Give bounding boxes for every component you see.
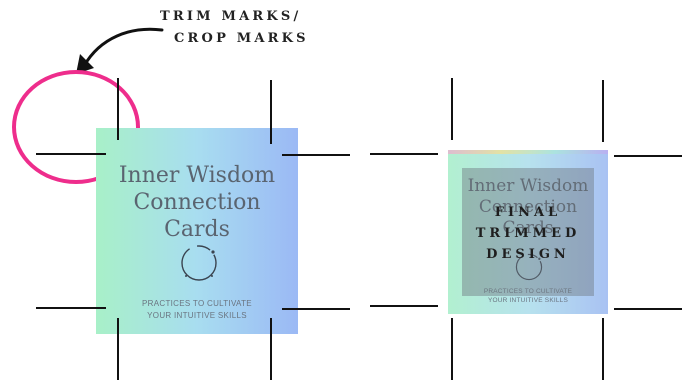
curved-arrow-icon xyxy=(76,27,164,74)
trim-mark xyxy=(282,308,350,310)
final-label: FINAL TRIMMED DESIGN xyxy=(462,202,594,265)
card-tagline-line-1: PRACTICES TO CULTIVATE xyxy=(483,288,573,295)
trim-mark xyxy=(370,153,438,155)
moon-circle-icon xyxy=(181,245,217,281)
card-tagline: PRACTICES TO CULTIVATE YOUR INTUITIVE SK… xyxy=(96,298,298,322)
trim-mark xyxy=(117,318,119,380)
trim-mark xyxy=(614,308,682,310)
trim-mark xyxy=(270,80,272,144)
final-label-line-2: TRIMMED xyxy=(475,226,581,241)
card-title: Inner Wisdom Connection Cards xyxy=(448,176,608,239)
card-title: Inner Wisdom Connection Cards xyxy=(96,162,298,243)
card-tagline-line-1: PRACTICES TO CULTIVATE xyxy=(142,299,252,308)
trim-mark xyxy=(451,78,453,140)
trim-mark xyxy=(451,318,453,380)
card-title-line-1: Inner Wisdom xyxy=(467,176,589,196)
final-design-overlay: FINAL TRIMMED DESIGN xyxy=(462,168,594,296)
annotation-line-1: TRIM MARKS/ xyxy=(160,9,302,24)
card-tagline: PRACTICES TO CULTIVATE YOUR INTUITIVE SK… xyxy=(448,287,608,305)
trim-mark xyxy=(602,80,604,142)
card-title-line-3: Cards xyxy=(502,218,554,238)
card-tagline-line-2: YOUR INTUITIVE SKILLS xyxy=(487,297,569,304)
final-label-line-1: FINAL xyxy=(494,205,562,220)
highlight-circle xyxy=(12,70,140,184)
trim-mark xyxy=(614,155,682,157)
trim-mark xyxy=(36,153,106,155)
trim-mark xyxy=(270,318,272,380)
card-title-line-2: Connection xyxy=(478,197,578,217)
trim-mark xyxy=(117,78,119,140)
card-untrimmed: Inner Wisdom Connection Cards PRACTICES … xyxy=(96,128,298,334)
annotation-label: TRIM MARKS/ CROP MARKS xyxy=(160,6,360,50)
card-trimmed: Inner Wisdom Connection Cards PRACTICES … xyxy=(448,150,608,314)
trim-mark xyxy=(602,318,604,380)
trim-mark xyxy=(282,154,350,156)
card-title-line-2: Connection xyxy=(133,190,261,215)
final-label-line-3: DESIGN xyxy=(486,247,570,262)
annotation-line-2: CROP MARKS xyxy=(174,31,309,46)
card-tagline-line-2: YOUR INTUITIVE SKILLS xyxy=(147,311,247,320)
trim-mark xyxy=(370,305,438,307)
moon-circle-icon xyxy=(515,253,543,281)
card-title-line-1: Inner Wisdom xyxy=(118,163,276,188)
trim-mark xyxy=(36,307,106,309)
card-title-line-3: Cards xyxy=(164,217,230,242)
